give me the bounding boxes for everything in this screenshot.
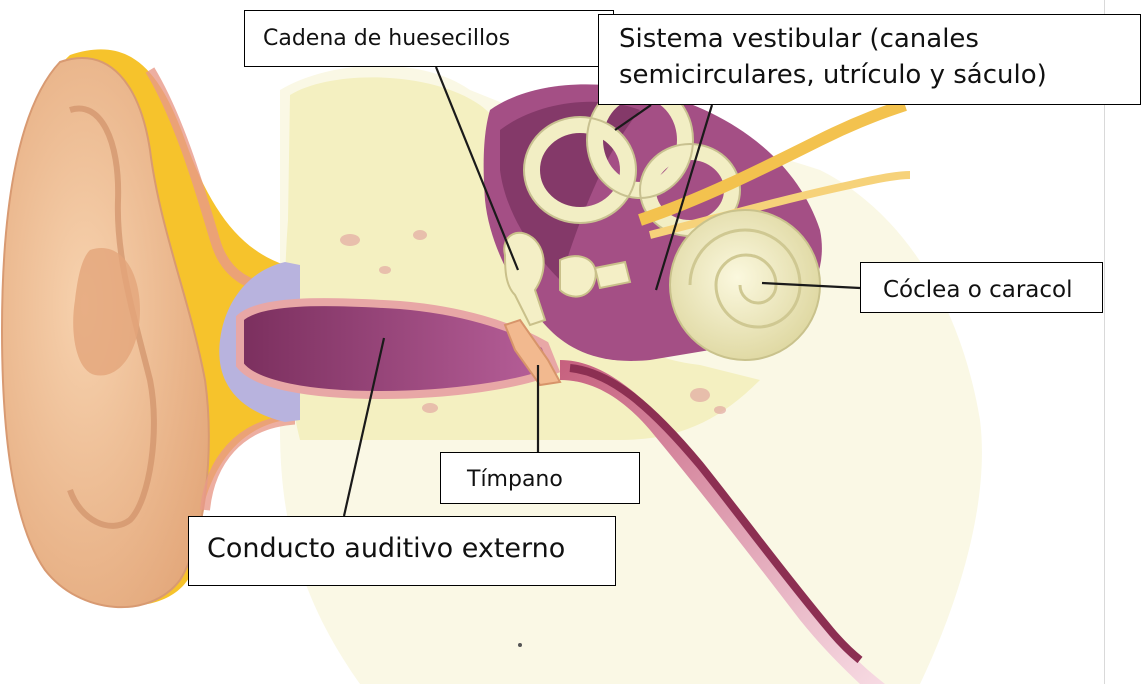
label-timpano: Tímpano bbox=[440, 452, 640, 504]
label-conducto-auditivo: Conducto auditivo externo bbox=[188, 516, 616, 586]
label-cadena-huesecillos: Cadena de huesecillos bbox=[244, 10, 614, 67]
stray-dot bbox=[518, 643, 522, 647]
label-coclea: Cóclea o caracol bbox=[860, 262, 1103, 313]
label-sistema-vestibular: Sistema vestibular (canales semicircular… bbox=[598, 14, 1141, 105]
